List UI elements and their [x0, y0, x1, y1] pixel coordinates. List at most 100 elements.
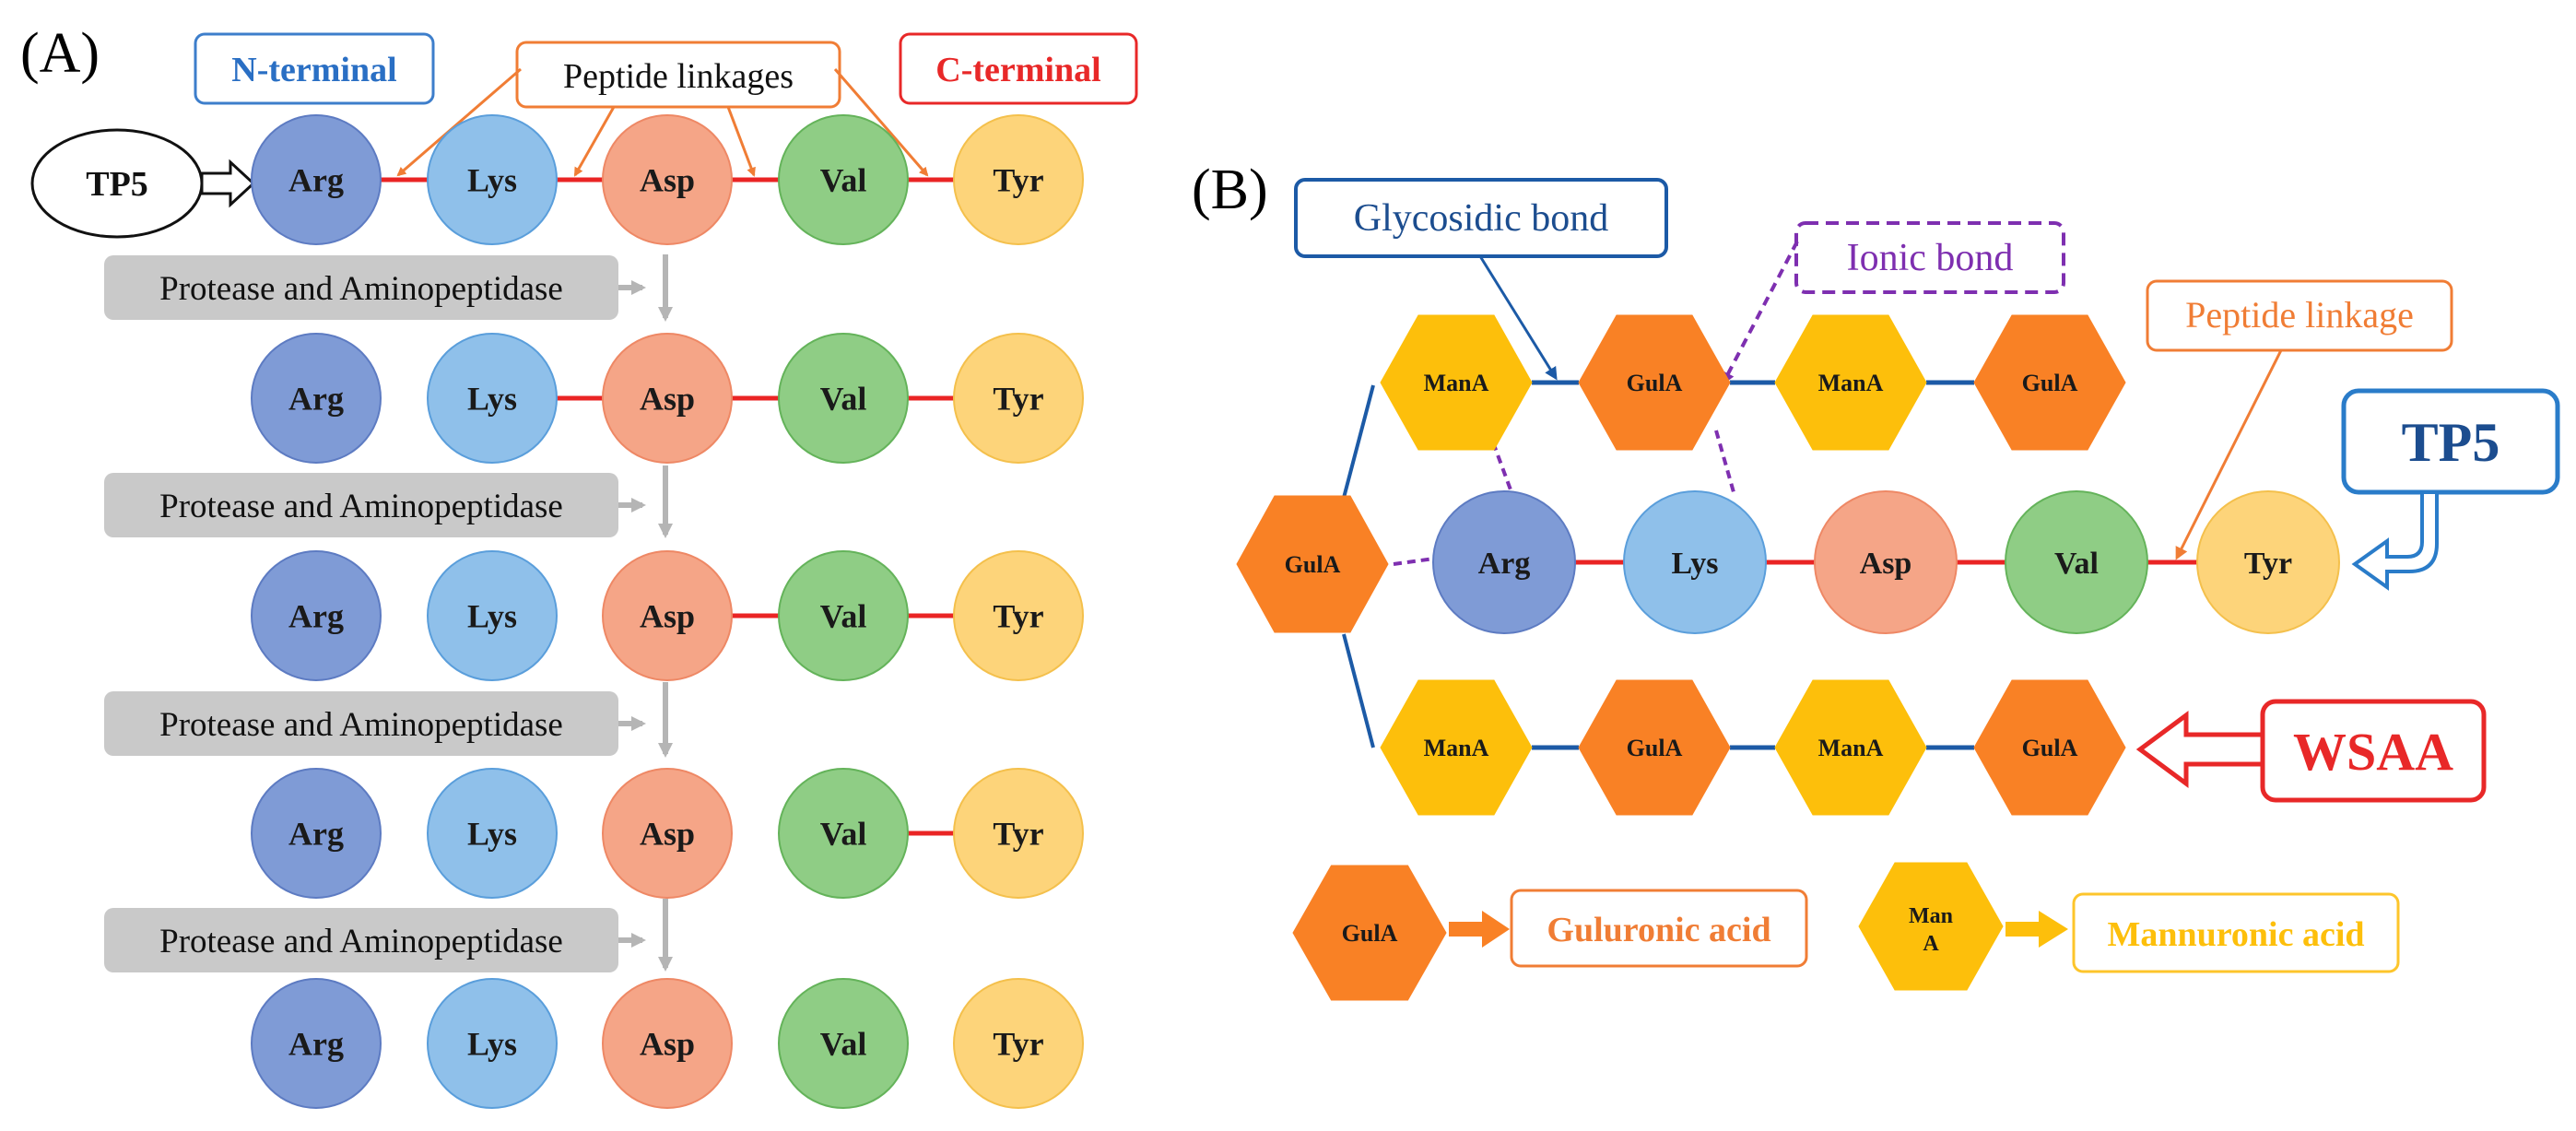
b-residue-tyr-label: Tyr — [2244, 547, 2292, 581]
b-residue-val-circle — [2005, 490, 2148, 634]
b-residue-val-label: Val — [2054, 547, 2099, 581]
panel-a: (A) N-terminal Peptide linkages C-termin… — [20, 22, 1138, 1109]
residue-tyr-circle — [953, 550, 1084, 681]
residue-tyr-label: Tyr — [993, 816, 1043, 853]
residue-lys-label: Lys — [467, 598, 517, 635]
b-residue-asp-label: Asp — [1860, 547, 1912, 581]
residue-tyr-label: Tyr — [993, 381, 1043, 418]
residue-lys: Lys — [427, 768, 558, 899]
residue-val: Val — [778, 978, 909, 1109]
bottom-chain-gula-hex: GulA — [1973, 679, 2126, 816]
wsaa-hollow-arrow — [2135, 711, 2265, 788]
residue-val-label: Val — [820, 1026, 867, 1063]
branch-bond-bottom — [1342, 633, 1375, 748]
panel-b-bonds — [1342, 380, 2197, 750]
residue-val-circle — [778, 978, 909, 1109]
residue-val: Val — [778, 114, 909, 245]
residue-arg-label: Arg — [288, 1026, 344, 1063]
residue-asp-circle — [602, 550, 733, 681]
residue-tyr-label: Tyr — [993, 162, 1043, 199]
residue-val-circle — [778, 114, 909, 245]
residue-asp-label: Asp — [640, 598, 695, 635]
b-residue-lys: Lys — [1623, 490, 1767, 634]
residue-tyr-circle — [953, 114, 1084, 245]
b-residue-tyr-circle — [2196, 490, 2340, 634]
legend-mannuronic-box — [2072, 892, 2400, 973]
b-residue-arg-circle — [1432, 490, 1576, 634]
top-chain-mana-hex-label: ManA — [1818, 370, 1884, 396]
residue-tyr-circle — [953, 768, 1084, 899]
residue-asp-label: Asp — [640, 381, 695, 418]
b-residue-arg: Arg — [1432, 490, 1576, 634]
enzyme-step-2: Protease and Aminopeptidase — [104, 473, 646, 537]
bottom-chain-gula-hex-shape — [1578, 679, 1731, 816]
enzyme-label: Protease and Aminopeptidase — [159, 706, 563, 744]
top-chain-gula-hex-label: GulA — [1627, 370, 1683, 396]
residue-val-label: Val — [820, 162, 867, 199]
residue-tyr: Tyr — [953, 333, 1084, 464]
legend-mana-hex: ManA — [1858, 862, 2004, 991]
residue-tyr: Tyr — [953, 114, 1084, 245]
c-terminal-box — [899, 32, 1138, 105]
branch-gula-hex: GulA — [1236, 495, 1389, 633]
tp5-hollow-arrow — [200, 159, 256, 208]
bottom-chain-gula-hex-label: GulA — [1627, 735, 1683, 761]
residue-lys-circle — [427, 550, 558, 681]
residue-asp: Asp — [602, 333, 733, 464]
glycosidic-arrow — [1478, 255, 1558, 381]
top-chain-mana-hex-label: ManA — [1424, 370, 1489, 396]
peptide-linkage-box — [2146, 279, 2453, 352]
enzyme-label: Protease and Aminopeptidase — [159, 270, 563, 308]
residue-tyr: Tyr — [953, 768, 1084, 899]
top-chain-gula-hex-shape — [1578, 314, 1731, 451]
residue-val: Val — [778, 550, 909, 681]
bottom-chain-mana-hex: ManA — [1774, 679, 1927, 816]
b-residue-lys-circle — [1623, 490, 1767, 634]
bottom-chain-mana-hex-label: ManA — [1424, 735, 1489, 761]
residue-arg-circle — [251, 978, 382, 1109]
residue-arg-circle — [251, 768, 382, 899]
residue-val-circle — [778, 550, 909, 681]
legend-gula-hex-label: GulA — [1342, 920, 1398, 947]
tp5-box — [2341, 388, 2560, 495]
glycosidic-bond-label: Glycosidic bond — [1354, 197, 1608, 240]
ionic-bond-gula-arg — [1393, 557, 1435, 566]
enzyme-box — [104, 908, 618, 972]
bottom-chain-gula-hex-shape — [1973, 679, 2126, 816]
residue-tyr: Tyr — [953, 550, 1084, 681]
enzyme-box — [104, 691, 618, 756]
residue-asp-label: Asp — [640, 816, 695, 853]
residue-asp: Asp — [602, 768, 733, 899]
residue-lys-circle — [427, 333, 558, 464]
peptide-linkages-label: Peptide linkages — [563, 57, 794, 96]
residue-lys-label: Lys — [467, 1026, 517, 1063]
residue-asp-circle — [602, 333, 733, 464]
legend-gula-hex-shape — [1292, 865, 1447, 1001]
top-chain-mana-hex-shape — [1774, 314, 1927, 451]
n-terminal-box — [194, 32, 435, 105]
c-terminal-label: C-terminal — [935, 51, 1100, 89]
branch-gula-hex-shape — [1236, 495, 1389, 633]
legend-mana-arrow-head — [2039, 911, 2068, 948]
legend-guluronic-label: Guluronic acid — [1547, 911, 1770, 949]
bottom-chain-gula-hex: GulA — [1578, 679, 1731, 816]
legend: GulA ManA Guluronic acid Mannuronic acid — [1292, 862, 2400, 1001]
peptide-linkage-arrows — [396, 67, 929, 177]
residue-tyr: Tyr — [953, 978, 1084, 1109]
residue-val: Val — [778, 333, 909, 464]
residue-asp-label: Asp — [640, 162, 695, 199]
bottom-chain-mana-hex-shape — [1380, 679, 1533, 816]
residue-lys: Lys — [427, 333, 558, 464]
b-residue-val: Val — [2005, 490, 2148, 634]
b-residue-arg-label: Arg — [1478, 547, 1531, 581]
residue-lys: Lys — [427, 550, 558, 681]
top-chain-gula-hex: GulA — [1578, 314, 1731, 451]
top-chain-mana-hex: ManA — [1380, 314, 1533, 451]
top-chain-mana-hex: ManA — [1774, 314, 1927, 451]
residue-arg-circle — [251, 333, 382, 464]
residue-tyr-circle — [953, 333, 1084, 464]
